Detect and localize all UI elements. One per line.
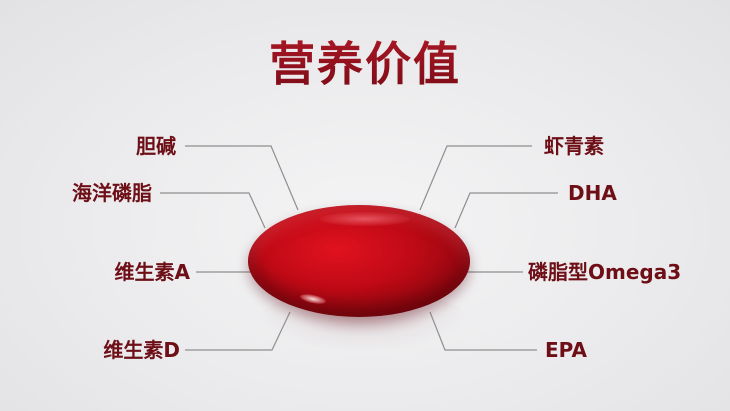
label-choline: 胆碱 <box>136 134 176 158</box>
connector-choline <box>185 145 299 211</box>
label-vitamin-a: 维生素A <box>114 260 190 284</box>
label-astaxanthin: 虾青素 <box>544 134 604 158</box>
connector-vitamin-d <box>185 311 291 351</box>
label-epa: EPA <box>545 338 587 362</box>
label-vitamin-d: 维生素D <box>103 338 180 362</box>
label-dha: DHA <box>568 181 617 205</box>
capsule-highlight-top <box>320 212 410 226</box>
page-title: 营养价值 <box>0 28 730 94</box>
connector-astaxanthin <box>419 145 532 211</box>
connector-epa <box>429 311 537 351</box>
connector-dha <box>454 192 558 229</box>
label-marine-phospholipid: 海洋磷脂 <box>72 181 152 205</box>
connector-marine-phospholipid <box>160 192 266 229</box>
label-phospholipid-omega3: 磷脂型Omega3 <box>528 260 682 284</box>
